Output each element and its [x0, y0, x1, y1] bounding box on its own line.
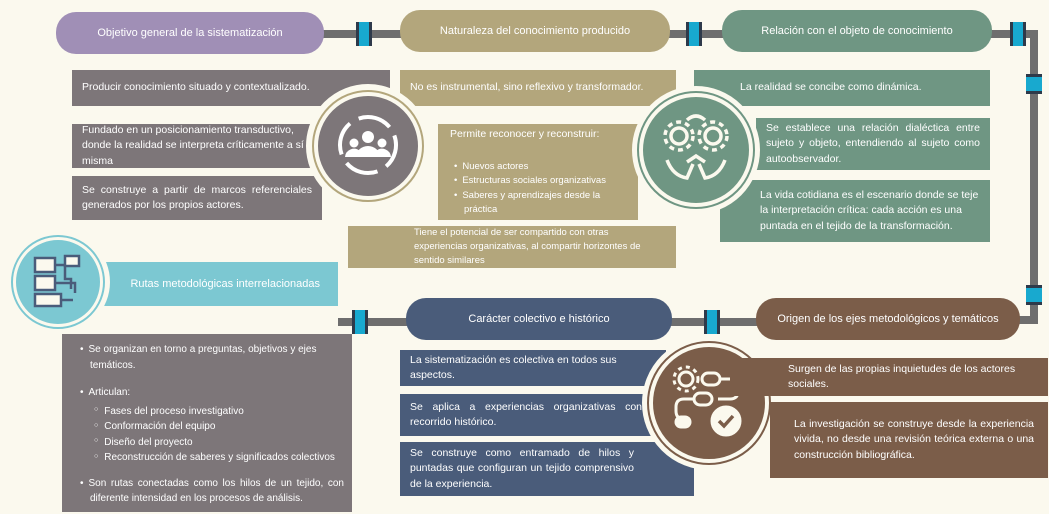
rutas-list-3: Son rutas conectadas como los hilos de u… — [76, 476, 344, 507]
list-item: Estructuras sociales organizativas — [462, 174, 626, 188]
rutas-articulan: Articulan: — [88, 387, 131, 398]
pipe-right-vertical — [1030, 30, 1038, 320]
list-item: Fases del proceso investigativo — [104, 404, 344, 420]
process-circle — [642, 336, 776, 470]
header-relacion: Relación con el objeto de conocimiento — [722, 10, 992, 52]
rutas-list: Se organizan en torno a preguntas, objet… — [76, 342, 344, 373]
pipe-connector — [1010, 22, 1026, 46]
caracter-item-3: Se construye como entramado de hilos y p… — [400, 442, 694, 496]
pipe-bottom-right — [1010, 316, 1038, 324]
team-circle — [306, 84, 430, 208]
objetivo-item-3: Se construye a partir de marcos referenc… — [72, 176, 322, 220]
gears-circle-inner — [639, 93, 753, 207]
rutas-panel: Se organizan en torno a preguntas, objet… — [62, 334, 352, 512]
header-origen: Origen de los ejes metodológicos y temát… — [756, 298, 1020, 340]
naturaleza-detail: Permite reconocer y reconstruir: Nuevos … — [438, 124, 638, 220]
pipe-connector — [352, 310, 368, 334]
flow-circle-inner — [13, 237, 103, 327]
origen-item-2: La investigación se construye desde la e… — [770, 402, 1048, 478]
naturaleza-potencial: Tiene el potencial de ser compartido con… — [348, 226, 676, 268]
naturaleza-intro: No es instrumental, sino reflexivo y tra… — [400, 70, 676, 106]
list-item: Se organizan en torno a preguntas, objet… — [89, 342, 344, 373]
flowchart-icon — [29, 252, 87, 313]
origen-item-1: Surgen de las propias inquietudes de los… — [730, 358, 1048, 396]
list-item: Conformación del equipo — [104, 419, 344, 435]
list-item: Nuevos actores — [462, 160, 626, 174]
relacion-item-3: La vida cotidiana es el escenario donde … — [720, 180, 990, 242]
relacion-item-1: La realidad se concibe como dinámica. — [694, 70, 990, 106]
rutas-sublist: Fases del proceso investigativo Conforma… — [90, 404, 344, 466]
list-item: Diseño del proyecto — [104, 435, 344, 451]
pipe-connector — [686, 22, 702, 46]
list-item: Reconstrucción de saberes y significados… — [104, 450, 344, 466]
list-item: Saberes y aprendizajes desde la práctica — [462, 189, 626, 218]
caracter-item-2: Se aplica a experiencias organizativas c… — [400, 394, 652, 436]
team-target-icon — [330, 107, 406, 186]
gears-hands-icon — [657, 110, 735, 191]
pipe-bottom-left — [338, 318, 410, 326]
flow-circle — [6, 230, 110, 334]
pipe-connector — [704, 310, 720, 334]
header-objetivo: Objetivo general de la sistematización — [56, 12, 324, 54]
naturaleza-permite: Permite reconocer y reconstruir: — [450, 127, 600, 140]
list-item: Son rutas conectadas como los hilos de u… — [89, 476, 344, 507]
header-rutas: Rutas metodológicas interrelacionadas — [130, 278, 320, 290]
objetivo-item-2: Fundado en un posicionamiento transducti… — [72, 124, 322, 168]
rutas-list-2: Articulan: Fases del proceso investigati… — [76, 385, 344, 466]
pipe-connector — [1026, 74, 1042, 94]
pipe-connector — [356, 22, 372, 46]
relacion-item-2: Se establece una relación dialéctica ent… — [756, 118, 990, 170]
team-circle-inner — [314, 92, 422, 200]
list-item: Articulan: Fases del proceso investigati… — [88, 385, 344, 466]
objetivo-item-1: Producir conocimiento situado y contextu… — [72, 70, 390, 106]
gears-circle — [632, 86, 760, 214]
naturaleza-list: Nuevos actores Estructuras sociales orga… — [450, 160, 626, 217]
caracter-item-1: La sistematización es colectiva en todos… — [400, 350, 666, 386]
header-caracter: Carácter colectivo e histórico — [406, 298, 672, 340]
header-naturaleza: Naturaleza del conocimiento producido — [400, 10, 670, 52]
process-check-icon — [666, 359, 752, 448]
pipe-connector — [1026, 285, 1042, 305]
